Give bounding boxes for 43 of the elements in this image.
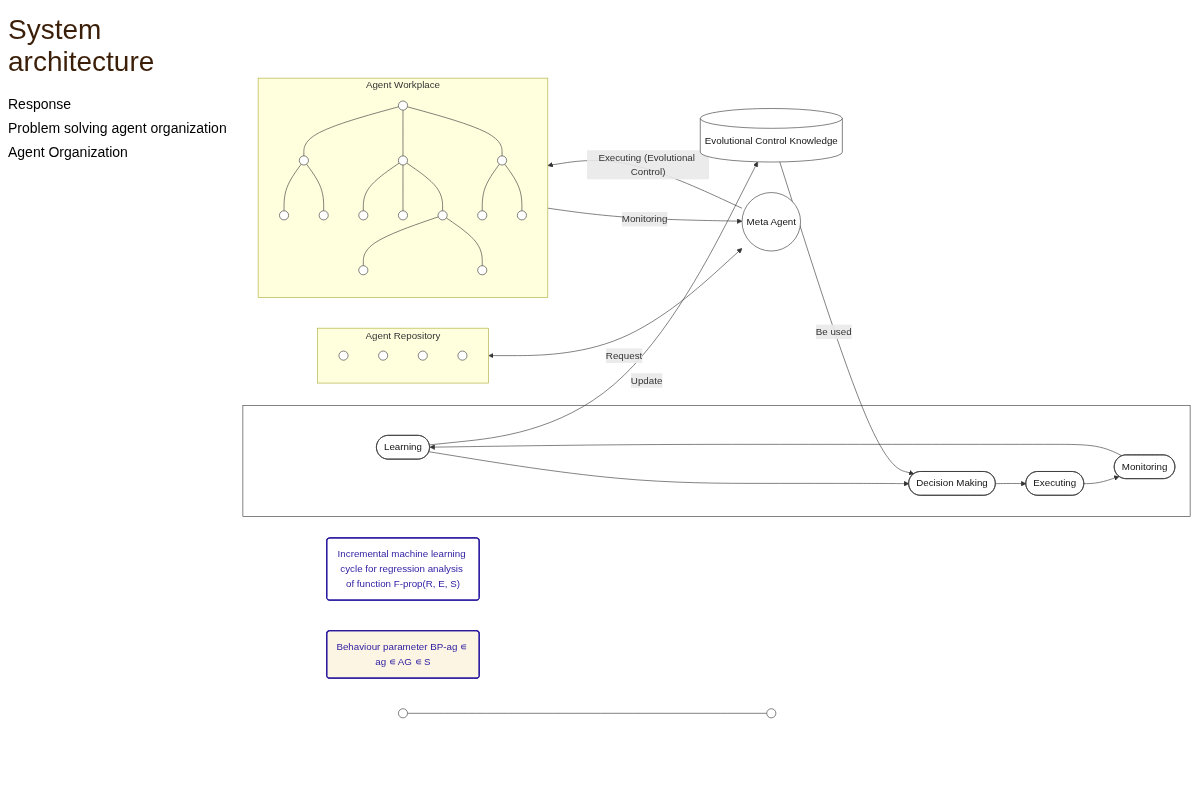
edge-label: Executing (Evolutional Control)	[598, 152, 695, 178]
connector	[306, 163, 324, 212]
node-circle	[378, 350, 389, 361]
note-label: Problem solving agent organization	[8, 120, 228, 136]
node-circle	[358, 210, 369, 221]
title: System architecture	[8, 14, 156, 78]
node-circle	[398, 708, 408, 719]
connector	[446, 217, 483, 266]
node-circle	[398, 100, 408, 111]
node-circle	[477, 265, 488, 276]
node-circle	[279, 210, 289, 221]
note-label: Agent Organization	[8, 144, 129, 160]
node-circle	[517, 210, 527, 221]
node-circle	[477, 210, 488, 221]
connector	[407, 106, 503, 157]
node-circle	[358, 265, 369, 276]
connector	[481, 163, 500, 212]
edge-label: Monitoring	[621, 213, 668, 225]
node-circle	[457, 350, 468, 361]
node-circle	[318, 210, 329, 221]
connector	[303, 106, 399, 157]
connector	[406, 162, 443, 212]
edge-label: Be used	[815, 326, 852, 337]
connector	[407, 713, 768, 714]
connector	[504, 163, 523, 212]
node-circle	[398, 210, 408, 221]
connector	[283, 163, 302, 212]
connector	[363, 216, 439, 266]
node-circle	[398, 155, 408, 166]
node-circle	[497, 155, 507, 166]
edge-label: Update	[630, 375, 663, 386]
node-circle	[437, 210, 448, 221]
node-circle	[338, 350, 349, 361]
node-circle: Meta Agent	[741, 192, 801, 252]
connector	[363, 162, 400, 212]
node-circle	[299, 155, 309, 166]
note-label: Response	[8, 96, 73, 112]
cluster: Agent Workplace	[257, 77, 549, 298]
cluster: Agent Repository	[317, 327, 489, 384]
cluster	[242, 405, 1191, 517]
node-circle	[417, 350, 428, 361]
node-circle	[766, 708, 777, 719]
edge-label: Request	[605, 350, 643, 361]
